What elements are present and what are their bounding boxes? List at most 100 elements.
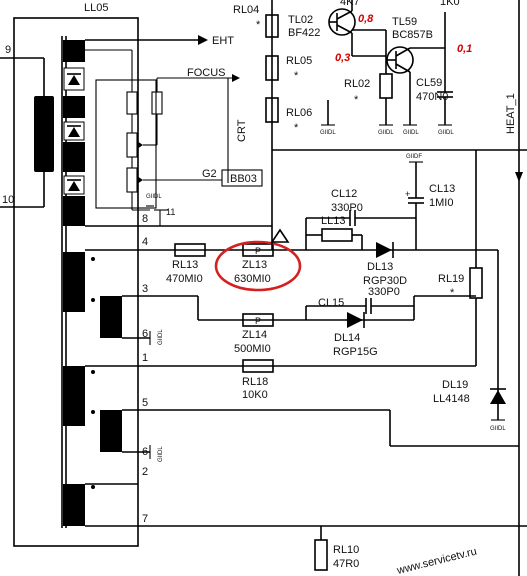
top-fragment-1k0: 1K0 [440,0,460,8]
winding-pin2 [63,484,85,526]
cl12-ref: CL12 [331,188,357,200]
diode-dl13 [376,242,392,258]
rl18-value: 10K0 [242,389,268,401]
warning-triangle [270,228,290,243]
diode-dl14 [347,312,363,328]
rl02-mark: * [354,94,359,106]
gnd-dl19-label: GIIDL [490,426,506,432]
resistor-rl19 [469,267,483,299]
gnd-left-label: GIIDL [146,194,162,200]
pin-7: 7 [142,513,148,525]
highlight-ellipse [214,240,302,292]
tl02-ref: TL02 [288,14,313,26]
tl59-emitter [395,47,411,57]
gnd-p6b-label: GIIDL [158,446,164,462]
focus-arrow [232,74,240,82]
focus-network-box [95,79,157,209]
label-crt: CRT [236,119,248,142]
voltage-0-1: 0,1 [457,43,472,55]
hv-winding-4 [63,196,85,226]
rl02-ref: RL02 [344,78,370,90]
hv-diode-2-symbol [67,125,81,137]
dot-pin2 [91,485,95,489]
rl10-ref: RL10 [333,544,359,556]
g2-wiper-arrow [137,176,143,184]
pin-4: 4 [142,236,148,248]
tl02-collector [336,10,353,20]
pin-1: 1 [142,352,148,364]
focus-wiper-arrow [137,141,143,149]
dl19-ref: DL19 [442,379,468,391]
pin-3: 3 [142,283,148,295]
gnd-top-label: GIIDF [406,154,422,160]
rl04-mark: * [256,19,261,31]
dot-pin5 [91,410,95,414]
label-focus: FOCUS [187,67,226,79]
eht-arrow [198,35,208,45]
resistor-rl06 [265,97,279,123]
focus-resistor-1 [126,91,138,115]
pin-5: 5 [142,397,148,409]
cl13-plus: + [405,189,410,199]
g2-pot [126,167,138,193]
gnd-rl02-label: GIIDL [378,130,394,136]
cl59-ref: CL59 [416,77,442,89]
dl14-ref: DL14 [334,332,360,344]
pin-9: 9 [5,44,11,56]
winding-pin4 [63,252,85,312]
zl13-ref: ZL13 [242,259,267,271]
cl13-value: 1MI0 [429,197,453,209]
fuse-resistor-zl14 [242,313,274,327]
resistor-rl13 [174,243,206,257]
hv-winding-2 [63,96,85,118]
pin-2: 2 [142,466,148,478]
hv-diode-1-symbol [67,73,81,85]
cl15-ref: CL15 [318,297,344,309]
focus-resistor-2 [151,91,163,115]
watermark: www.servicetv.ru [395,546,478,576]
dl13-ref: DL13 [367,261,393,273]
gnd-rl06-label: GIIDL [320,130,336,136]
dot-pin3 [91,298,95,302]
dl13-type: RGP30D [363,275,407,287]
gnd-cl59-label: GIIDL [438,130,454,136]
diode-dl19 [490,390,506,404]
zl13-mark: P [255,246,261,256]
resistor-rl10 [314,539,328,571]
rl19-mark: * [450,287,455,299]
heat-arrow [515,172,523,182]
gnd-p6a-label: GIIDL [158,329,164,345]
pin-10: 10 [2,194,14,206]
label-eht: EHT [212,35,234,47]
cl59-value: 470N0 [416,91,448,103]
gnd-tl59-label: GIIDL [403,130,419,136]
winding-pin5 [100,410,122,452]
dl19-type: LL4148 [433,393,470,405]
rl06-mark: * [294,122,299,134]
dot-pin1 [91,370,95,374]
transformer-ref: LL05 [84,2,108,14]
voltage-0-8: 0,8 [358,13,374,25]
inductor-ll13 [321,228,353,242]
label-bb03: BB03 [230,173,257,185]
ll13-ref: LL13 [321,215,345,227]
zl14-ref: ZL14 [242,329,267,341]
winding-pin3 [100,296,122,338]
rl05-mark: * [294,70,299,82]
zl14-mark: P [255,316,261,326]
top-fragment-4k7: 4K7 [340,0,360,8]
resistor-rl18 [242,359,274,373]
pin-6a: 6 [142,328,148,340]
pin-8: 8 [142,213,148,225]
voltage-0-3: 0,3 [335,52,350,64]
rl13-value: 470MI0 [166,273,203,285]
rl18-ref: RL18 [242,376,268,388]
rl05-ref: RL05 [286,55,312,67]
tl59-collector [395,63,411,73]
rl10-value: 47R0 [333,558,359,570]
rl06-ref: RL06 [286,107,312,119]
resistor-rl02 [379,73,393,99]
label-heat: HEAT_1 [505,93,517,134]
tl02-emitter [336,24,353,34]
winding-pin1 [63,366,85,426]
